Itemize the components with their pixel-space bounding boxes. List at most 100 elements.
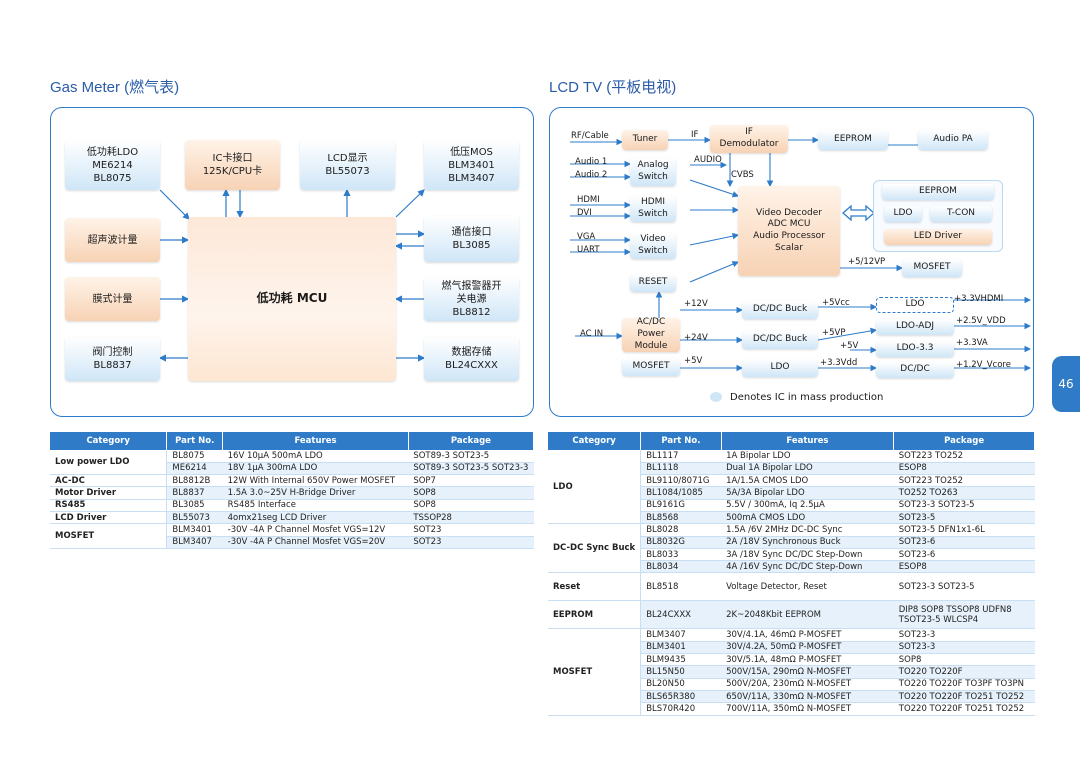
input-label: DVI	[577, 208, 592, 218]
hdmi-switch-block: HDMI Switch	[630, 196, 676, 222]
table-cell: 1A/1.5A CMOS LDO	[721, 474, 894, 488]
block-label: LDO	[905, 299, 925, 310]
input-label: Audio 1	[575, 157, 608, 167]
table-cell: BL8034	[640, 560, 722, 574]
table-cell: BL1084/1085	[640, 486, 722, 500]
ultrasonic-block: 超声波计量	[65, 218, 160, 262]
block-label: T-CON	[946, 208, 976, 219]
reset-block: RESET	[630, 274, 676, 292]
dcdc-buck-block: DC/DC Buck	[742, 301, 818, 319]
table-cell: BL9110/8071G	[640, 474, 722, 488]
block-label: 低功耗 MCU	[256, 291, 328, 306]
table-cell: MOSFET	[548, 628, 642, 716]
table-cell: BLM3407	[640, 628, 722, 642]
block-label: LDO	[770, 362, 790, 373]
mosfet-block: MOSFET	[622, 358, 680, 376]
block-label: Video	[640, 234, 666, 245]
table-cell: BL8075	[166, 450, 223, 463]
table-cell: 4omx21seg LCD Driver	[222, 511, 409, 525]
input-label: UART	[577, 245, 600, 255]
table-cell: ESOP8	[893, 462, 1035, 476]
gas-meter-title: Gas Meter (燃气表)	[50, 79, 180, 96]
gas-meter-spec-table: Category Part No. Features Package Low p…	[50, 432, 535, 549]
table-cell: 16V 10μA 500mA LDO	[222, 450, 409, 463]
voltage-label: +5V	[840, 341, 859, 351]
table-cell: Motor Driver	[50, 486, 168, 500]
block-label: AC/DC	[636, 317, 666, 328]
ldo-3v3-block: LDO-3.3	[876, 341, 954, 357]
table-cell: 4A /16V Sync DC/DC Step-Down	[721, 560, 894, 574]
voltage-label: +24V	[684, 333, 708, 343]
dcdc-buck-block: DC/DC Buck	[742, 331, 818, 349]
gas-alarm-power-block: 燃气报警器开 关电源 BL8812	[424, 277, 519, 321]
table-cell: SOT23-6	[893, 548, 1035, 562]
block-label: EEPROM	[919, 186, 957, 197]
membrane-meter-block: 膜式计量	[65, 277, 160, 321]
table-cell: Reset	[548, 572, 642, 602]
block-label: MOSFET	[632, 361, 670, 372]
table-cell: BLS65R380	[640, 690, 722, 704]
table-cell: SOT23-3	[893, 628, 1035, 642]
table-cell: EEPROM	[548, 600, 642, 630]
table-cell: BL8812B	[166, 474, 223, 488]
table-cell: 1.5A 3.0~25V H-Bridge Driver	[222, 486, 409, 500]
mosfet-block: MOSFET	[902, 259, 962, 277]
table-cell: MOSFET	[50, 523, 168, 549]
header-package: Package	[893, 432, 1035, 450]
audio-pa-block: Audio PA	[918, 130, 988, 150]
table-cell: SOT23-5 DFN1x1-6L	[893, 523, 1035, 537]
table-cell: BL24CXXX	[640, 600, 722, 630]
signal-label: IF	[691, 130, 699, 140]
block-label: RESET	[638, 277, 668, 288]
voltage-label: +2.5V_VDD	[956, 316, 1006, 326]
header-category: Category	[50, 432, 168, 450]
block-label: Tuner	[632, 134, 658, 145]
ldo-block: LDO	[876, 297, 954, 313]
block-label: BL55073	[325, 166, 370, 177]
block-label: BL8075	[93, 172, 132, 184]
table-cell: SOT89-3 SOT23-5 SOT23-3	[408, 462, 534, 476]
table-cell: 3A /18V Sync DC/DC Step-Down	[721, 548, 894, 562]
block-label: 数据存储	[451, 347, 492, 358]
table-cell: TO220 TO220F	[893, 665, 1035, 679]
table-cell: ESOP8	[893, 560, 1035, 574]
table-cell: BL55073	[166, 511, 223, 525]
table-cell: 12W With Internal 650V Power MOSFET	[222, 474, 409, 488]
block-label: DC/DC	[900, 364, 930, 375]
block-label: LDO-3.3	[896, 343, 934, 354]
low-power-ldo-block: 低功耗LDO ME6214 BL8075	[65, 140, 160, 190]
table-cell: 2A /18V Synchronous Buck	[721, 536, 894, 549]
table-cell: SOT223 TO252	[893, 450, 1035, 463]
input-label: HDMI	[577, 195, 600, 205]
low-voltage-mos-block: 低压MOS BLM3401 BLM3407	[424, 140, 519, 190]
analog-switch-block: Analog Switch	[630, 158, 676, 186]
block-label: Video Decoder	[756, 207, 822, 218]
table-cell: TO220 TO220F TO3PF TO3PN	[893, 678, 1035, 691]
dcdc-block: DC/DC	[876, 362, 954, 378]
table-cell: -30V -4A P Channel Mosfet VGS=20V	[222, 536, 409, 549]
voltage-label: +12V	[684, 299, 708, 309]
block-label: 超声波计量	[87, 234, 138, 246]
block-label: Audio PA	[933, 134, 973, 145]
table-cell: BLM3401	[640, 641, 722, 655]
table-cell: SOT23-5	[893, 511, 1035, 525]
acdc-module-block: AC/DC Power Module	[622, 317, 680, 352]
table-cell: BL8033	[640, 548, 722, 562]
block-label: IC卡接口	[212, 153, 253, 164]
block-label: Module	[634, 340, 668, 351]
input-label: VGA	[577, 232, 596, 242]
table-cell: BL8028	[640, 523, 722, 537]
block-label: LDO	[893, 208, 913, 219]
table-cell: TSSOP28	[408, 511, 534, 525]
